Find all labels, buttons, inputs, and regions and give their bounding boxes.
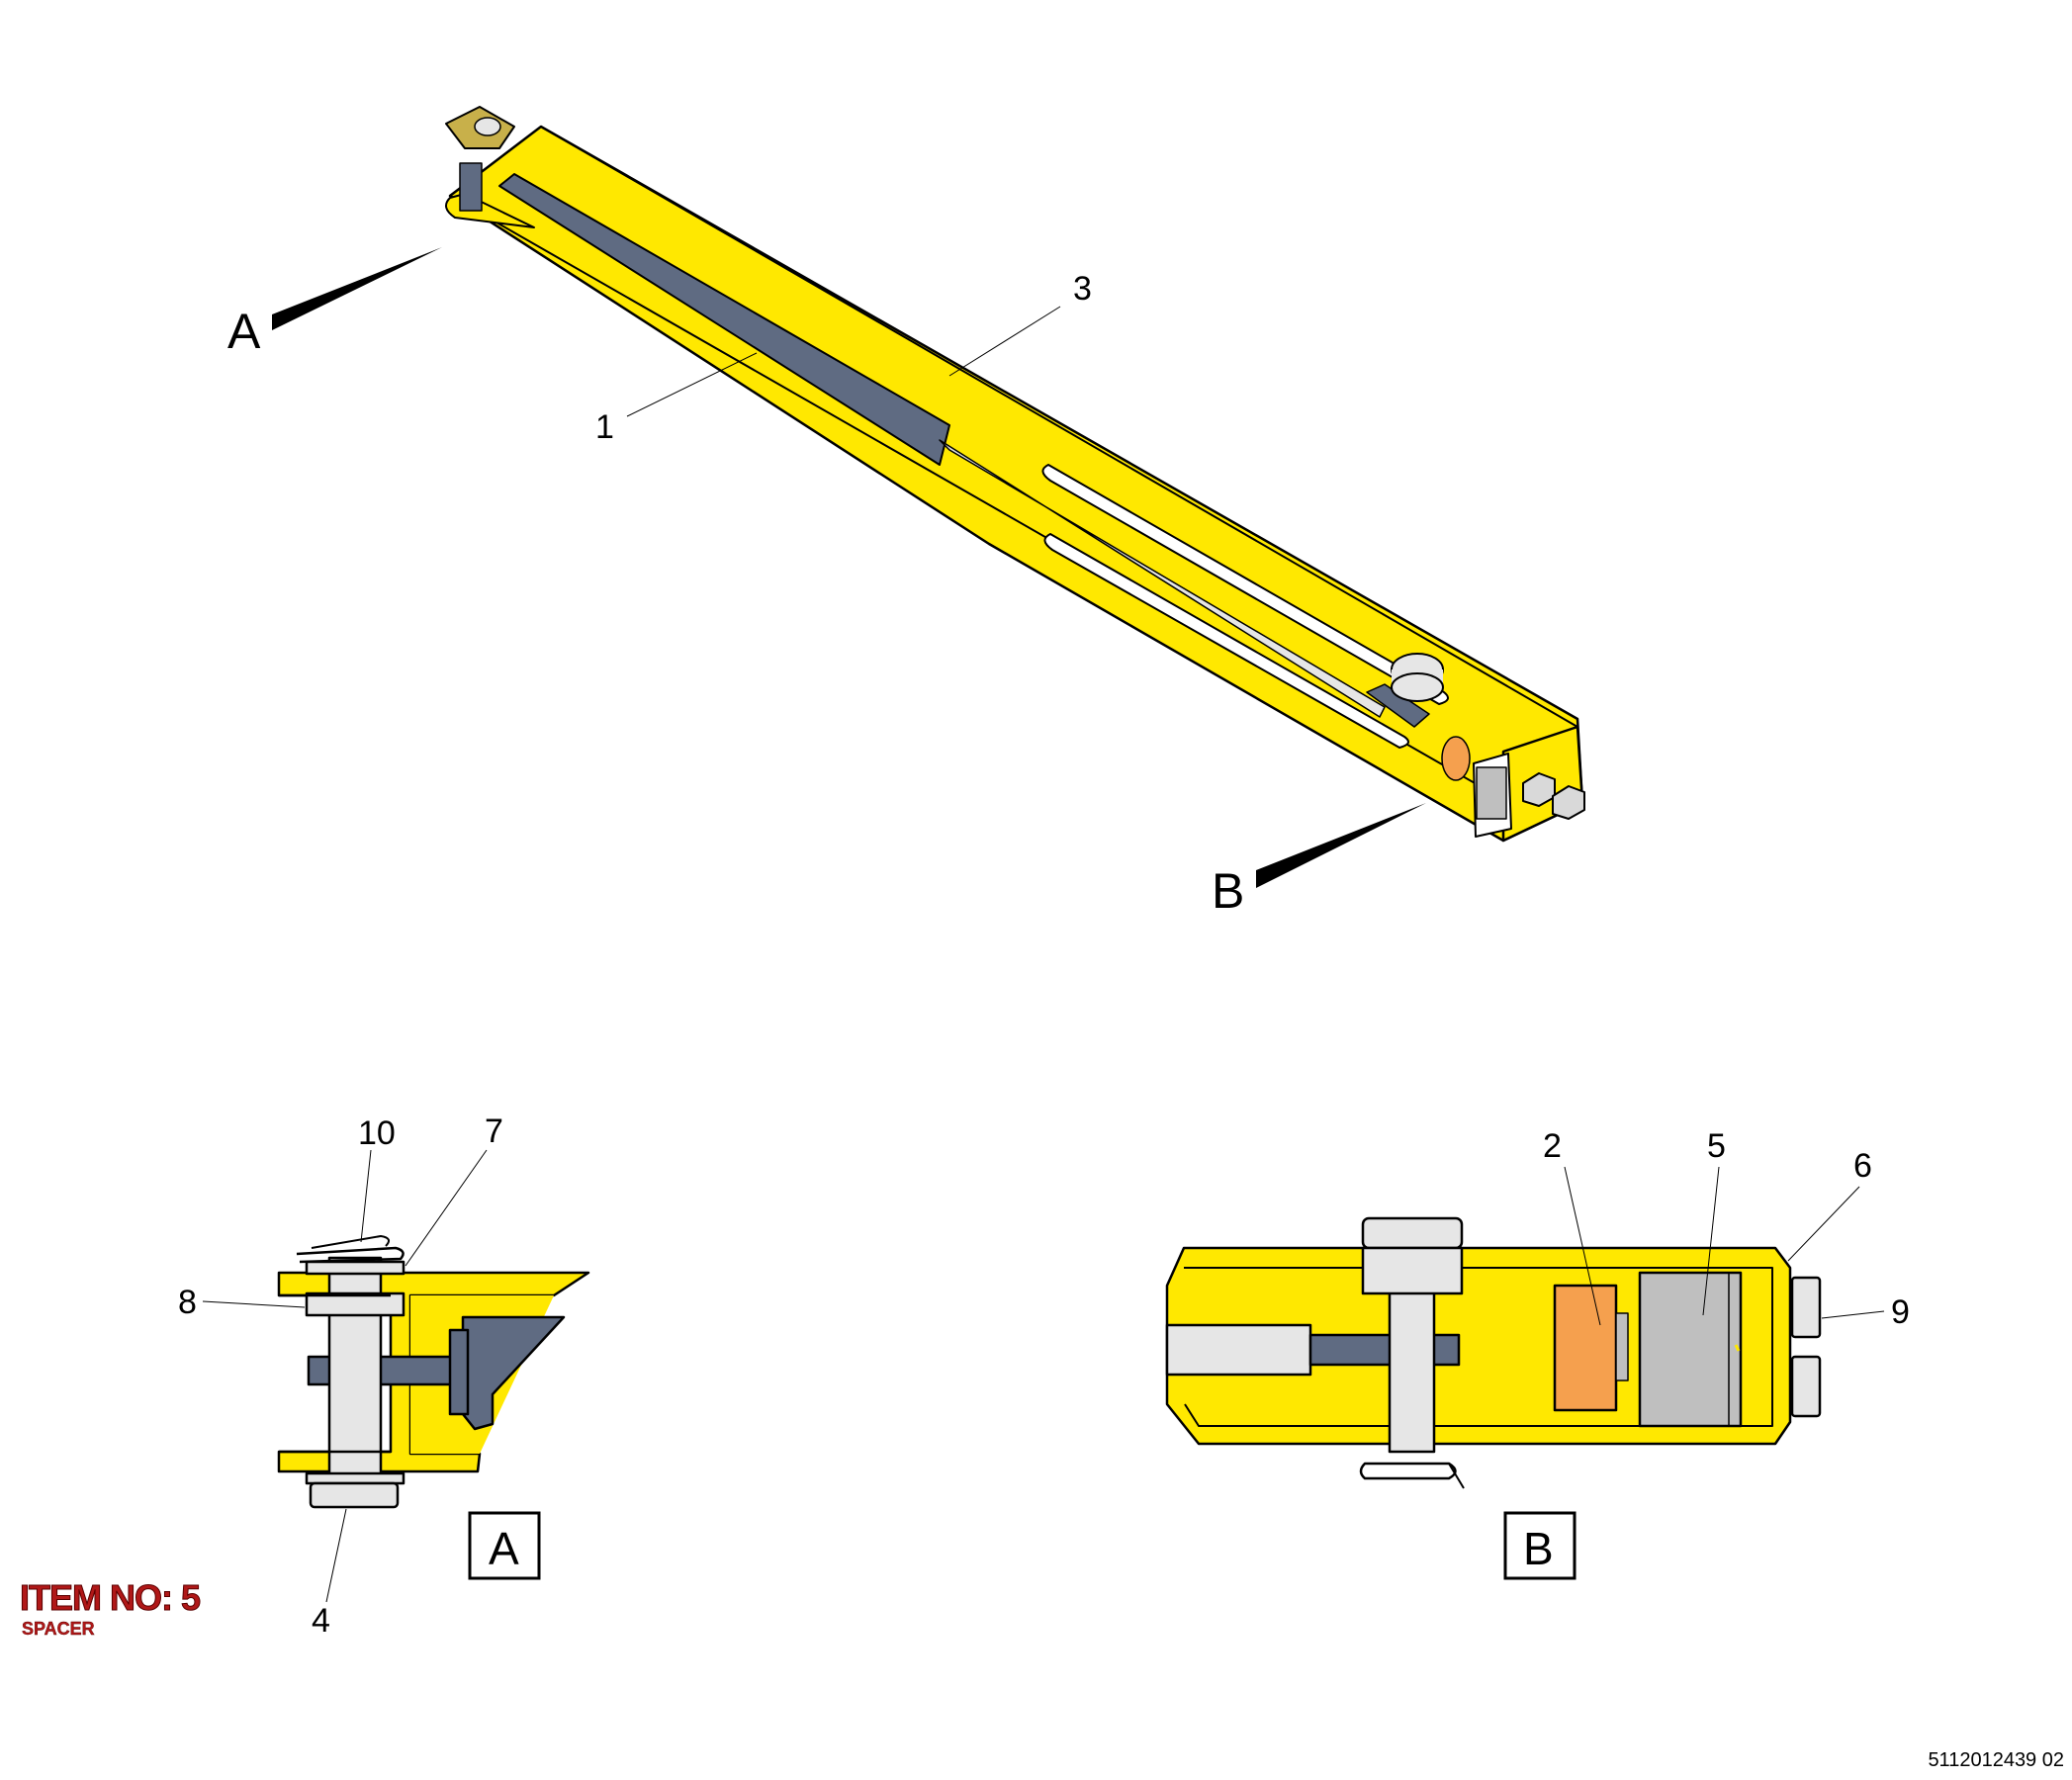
piston-rod (939, 439, 1386, 718)
callout-4: 4 (312, 1602, 330, 1640)
cotter-pin-10 (296, 1246, 405, 1264)
bolt-9-bottom-detail (1790, 1355, 1822, 1418)
bolt-9-top-detail (1790, 1276, 1822, 1339)
callout-2: 2 (1543, 1127, 1562, 1165)
view-arrow-b (1256, 803, 1426, 888)
leader-9 (1821, 1310, 1885, 1319)
upper-slot (1041, 464, 1449, 705)
view-a-box (468, 1511, 541, 1580)
leader-10 (360, 1149, 372, 1243)
callout-10: 10 (358, 1114, 396, 1152)
bumper-2-detail (1553, 1284, 1618, 1412)
callout-8: 8 (178, 1284, 197, 1321)
pin-head-4 (309, 1481, 400, 1509)
spacer-5-detail (1638, 1271, 1743, 1428)
spacer-5 (1476, 766, 1507, 820)
view-b-box (1503, 1511, 1577, 1580)
callout-1: 1 (595, 408, 614, 446)
view-b-box-label: B (1523, 1523, 1554, 1574)
callout-6: 6 (1853, 1147, 1872, 1185)
beam-top-edge (540, 126, 1578, 728)
view-label-a: A (227, 304, 261, 359)
cotter-pin-b (1359, 1462, 1457, 1480)
beam-3 (448, 125, 1584, 843)
gas-cylinder-1 (498, 173, 950, 466)
cylinder-stub-b (1165, 1323, 1312, 1377)
callout-5: 5 (1707, 1127, 1726, 1165)
mount-bracket (461, 1315, 566, 1431)
view-arrow-a (272, 247, 442, 330)
main-assembly (445, 106, 1585, 843)
callout-3: 3 (1073, 270, 1092, 308)
detail-view-b (1165, 1216, 1822, 1489)
leader-3 (948, 306, 1061, 377)
lower-slot (1043, 533, 1409, 749)
washer-8 (305, 1291, 405, 1317)
rod-b (1308, 1333, 1461, 1367)
view-a-box-label: A (489, 1523, 519, 1574)
bracket-pin (474, 117, 501, 136)
leader-1 (626, 352, 758, 417)
leader-7 (405, 1149, 488, 1267)
leader-6 (1787, 1186, 1860, 1262)
document-number: 5112012439 02 (1928, 1749, 2064, 1771)
detail-view-a (277, 1235, 590, 1509)
pin-washer-b (1361, 1246, 1464, 1295)
view-label-b: B (1212, 863, 1244, 919)
left-rod-eye (459, 162, 483, 212)
pin-head-b (1361, 1216, 1464, 1250)
callout-9: 9 (1891, 1293, 1910, 1331)
rod-end-clevis (1366, 683, 1430, 728)
leader-4 (325, 1508, 347, 1603)
washer-7 (305, 1260, 405, 1276)
leader-5 (1702, 1166, 1720, 1316)
item-name: SPACER (22, 1619, 95, 1639)
washer-bottom (305, 1471, 405, 1485)
leader-8 (202, 1300, 306, 1308)
item-number-heading: ITEM NO: 5 (19, 1577, 201, 1619)
callout-7: 7 (485, 1112, 503, 1150)
rod-eye-end (448, 1328, 470, 1416)
bumper-2 (1441, 736, 1471, 781)
bolt-9-lower (1552, 785, 1585, 820)
leader-2 (1564, 1166, 1601, 1326)
